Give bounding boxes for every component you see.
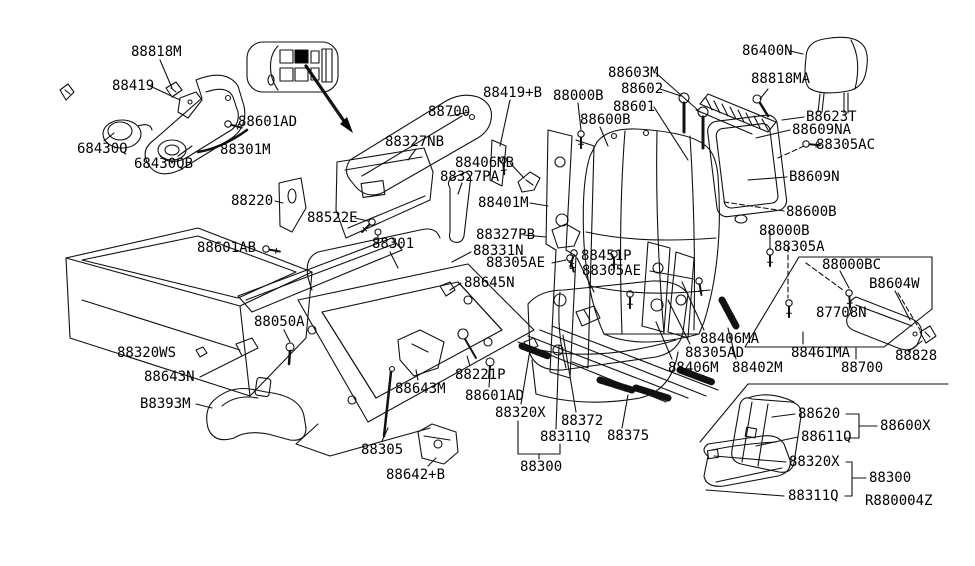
part-label-88300: 88300 (520, 459, 563, 475)
cushion-art (518, 281, 718, 402)
part-label-88461MA: 88461MA (791, 345, 851, 361)
part-label-88602: 88602 (621, 81, 664, 97)
part-label-88522E: 88522E (307, 210, 358, 226)
part-label-88305AC: 88305AC (816, 137, 876, 153)
part-label-88401M: 88401M (478, 195, 529, 211)
part-label-B8623T: B8623T (806, 109, 857, 125)
part-label-88402M: 88402M (732, 360, 783, 376)
part-label-88311Q: 88311Q (540, 429, 591, 445)
part-label-88406MB: 88406MB (455, 155, 515, 171)
part-label-88301M: 88301M (220, 142, 271, 158)
part-label-88600B: 88600B (580, 112, 631, 128)
part-label-88600X: 88600X (880, 418, 931, 434)
part-label-88220: 88220 (231, 193, 274, 209)
luggage-box-art (66, 228, 402, 396)
part-label-88375: 88375 (607, 428, 650, 444)
part-label-88000B-2: 88000B (759, 223, 810, 239)
part-label-88601AD-2: 88601AD (465, 388, 525, 404)
part-label-88406M: 88406M (668, 360, 719, 376)
part-label-88645N: 88645N (464, 275, 515, 291)
part-label-88828: 88828 (895, 348, 938, 364)
leader-lines (104, 51, 922, 496)
part-label-88320WS: 88320WS (117, 345, 177, 361)
part-label-88700-2: 88700 (841, 360, 884, 376)
part-label-88305A: 88305A (774, 239, 825, 255)
part-label-88320X-2: 88320X (789, 454, 840, 470)
part-label-88601AB: 88601AB (197, 240, 257, 256)
armrest-box-art (745, 257, 936, 350)
part-label-88320X: 88320X (495, 405, 546, 421)
part-label-88818MA: 88818MA (751, 71, 811, 87)
small-hardware-art (196, 93, 822, 464)
part-label-88327PB: 88327PB (476, 227, 536, 243)
part-label-88300-2: 88300 (869, 470, 912, 486)
part-label-88305: 88305 (361, 442, 404, 458)
part-label-88331N: 88331N (473, 243, 524, 259)
part-label-88601AD: 88601AD (238, 114, 298, 130)
part-label-88603M: 88603M (608, 65, 659, 81)
part-label-88700: 88700 (428, 104, 471, 120)
back-panel-art (279, 148, 471, 243)
part-label-88600B-2: 88600B (786, 204, 837, 220)
part-label-88419: 88419 (112, 78, 155, 94)
part-label-88643M: 88643M (395, 381, 446, 397)
part-label-88221P: 88221P (455, 367, 506, 383)
part-label-B8604W: B8604W (869, 276, 920, 292)
armrest-top-art (346, 95, 540, 195)
part-label-88000BC: 88000BC (822, 257, 882, 273)
part-label-86400N: 86400N (742, 43, 793, 59)
part-label-88305AE: 88305AE (486, 255, 546, 271)
part-label-88305AD: 88305AD (685, 345, 745, 361)
part-label-88451P: 88451P (581, 248, 632, 264)
part-label-B8609N: B8609N (789, 169, 840, 185)
part-label-88620: 88620 (798, 406, 841, 422)
part-label-88372: 88372 (561, 413, 604, 429)
part-label-88327PA: 88327PA (440, 169, 500, 185)
part-label-88611Q: 88611Q (801, 429, 852, 445)
part-label-87708N: 87708N (816, 305, 867, 321)
part-label-68430Q: 68430Q (77, 141, 128, 157)
part-label-88327NB: 88327NB (385, 134, 445, 150)
floor-leg-art (207, 377, 306, 440)
headrest-art (805, 37, 867, 113)
part-label-88419plusB: 88419+B (483, 85, 543, 101)
vehicle-inset-icon (247, 42, 353, 133)
part-label-88301: 88301 (372, 236, 415, 252)
side-trim-art (60, 75, 245, 174)
part-label-88609NA: 88609NA (792, 122, 852, 138)
part-label-88818M: 88818M (131, 44, 182, 60)
part-label-88601: 88601 (613, 99, 656, 115)
part-label-88311Q-2: 88311Q (788, 488, 839, 504)
seat-back-art (583, 129, 719, 342)
diagram-ref-code: R880004Z (865, 493, 933, 509)
part-label-88642plusB: 88642+B (386, 467, 446, 483)
headrest-guide-strip-art (696, 94, 776, 134)
part-label-88643N: 88643N (144, 369, 195, 385)
part-label-68430QB: 68430QB (134, 156, 194, 172)
part-label-88000B: 88000B (553, 88, 604, 104)
part-label-B8393M: B8393M (140, 396, 191, 412)
part-label-88050A: 88050A (254, 314, 305, 330)
inset-seat-art (700, 384, 948, 486)
seat-frame-art (296, 229, 534, 456)
back-board-art (707, 114, 788, 223)
part-label-88406MA: 88406MA (700, 331, 760, 347)
part-label-88305AE-2: 88305AE (582, 263, 642, 279)
